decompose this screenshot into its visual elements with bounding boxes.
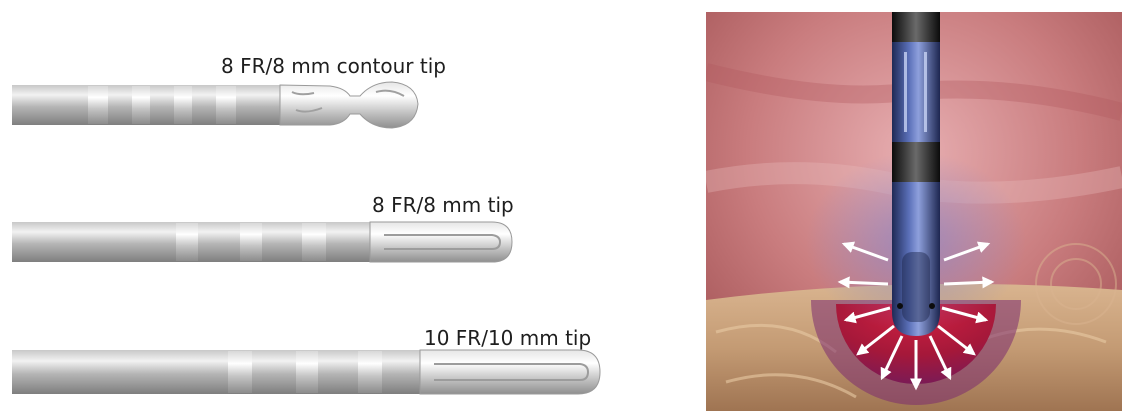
catheter-8mm-tip	[12, 222, 512, 262]
catheter	[892, 12, 940, 336]
catheter-10mm-tip	[12, 350, 600, 394]
catheter-contour-tip	[12, 82, 418, 128]
ablation-illustration	[706, 12, 1122, 411]
catheter-tips-panel: 8 FR/8 mm contour tip 8 FR/8 mm tip 10 F…	[0, 0, 690, 411]
catheter-drawings	[0, 0, 690, 411]
ablation-scene	[706, 12, 1122, 411]
